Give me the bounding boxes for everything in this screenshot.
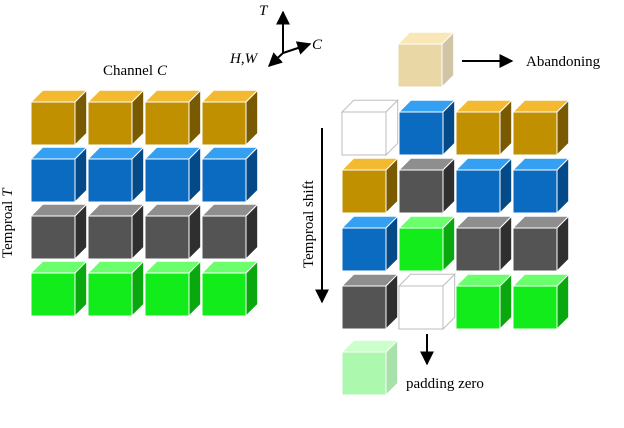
left-cube-green xyxy=(86,260,145,318)
left-cube-green xyxy=(143,260,202,318)
padding-label: padding zero xyxy=(406,376,484,392)
abandon-label: Abandoning xyxy=(526,54,601,70)
left-cube-gray xyxy=(29,203,88,261)
c-axis-arrow xyxy=(282,41,312,55)
temporal-shift-label: Temproal shift xyxy=(301,179,317,268)
c-axis-label: C xyxy=(312,37,323,53)
right-cube-gray xyxy=(340,273,399,331)
right-cube-gold xyxy=(340,157,399,215)
left-cube-gold xyxy=(200,89,259,147)
right-cube-empty xyxy=(397,273,456,331)
right-cube-gray xyxy=(454,215,513,273)
right-cube-gray xyxy=(511,215,570,273)
right-cube-green xyxy=(454,273,513,331)
left-cube-blue xyxy=(143,146,202,204)
left-cube-gold xyxy=(86,89,145,147)
left-cube-blue xyxy=(86,146,145,204)
temporal-label: TemproalT xyxy=(0,187,16,258)
right-cube-green xyxy=(397,215,456,273)
right-cube-green xyxy=(511,273,570,331)
right-cube-blue xyxy=(340,215,399,273)
left-cube-gold xyxy=(29,89,88,147)
left-cube-green xyxy=(200,260,259,318)
left-cube-gray xyxy=(200,203,259,261)
left-cube-gold xyxy=(143,89,202,147)
t-axis-label: T xyxy=(259,3,269,19)
hw-axis-label: H,W xyxy=(229,51,259,67)
padding-zero-block xyxy=(340,339,399,397)
left-cube-blue xyxy=(29,146,88,204)
right-cube-blue xyxy=(397,99,456,157)
left-cube-blue xyxy=(200,146,259,204)
right-cube-gray xyxy=(397,157,456,215)
abandoned-cube xyxy=(396,31,455,89)
hw-axis-arrow xyxy=(267,52,284,67)
abandoned-block xyxy=(396,31,455,89)
right-cube-blue xyxy=(454,157,513,215)
left-cube-gray xyxy=(86,203,145,261)
axes-triad: T C H,W xyxy=(229,3,323,67)
right-cube-gold xyxy=(511,99,570,157)
original-feature-grid xyxy=(29,89,259,318)
padding-zero-cube xyxy=(340,339,399,397)
right-cube-empty xyxy=(340,99,399,157)
shifted-feature-grid xyxy=(340,99,570,331)
right-cube-blue xyxy=(511,157,570,215)
left-cube-green xyxy=(29,260,88,318)
left-cube-gray xyxy=(143,203,202,261)
right-cube-gold xyxy=(454,99,513,157)
